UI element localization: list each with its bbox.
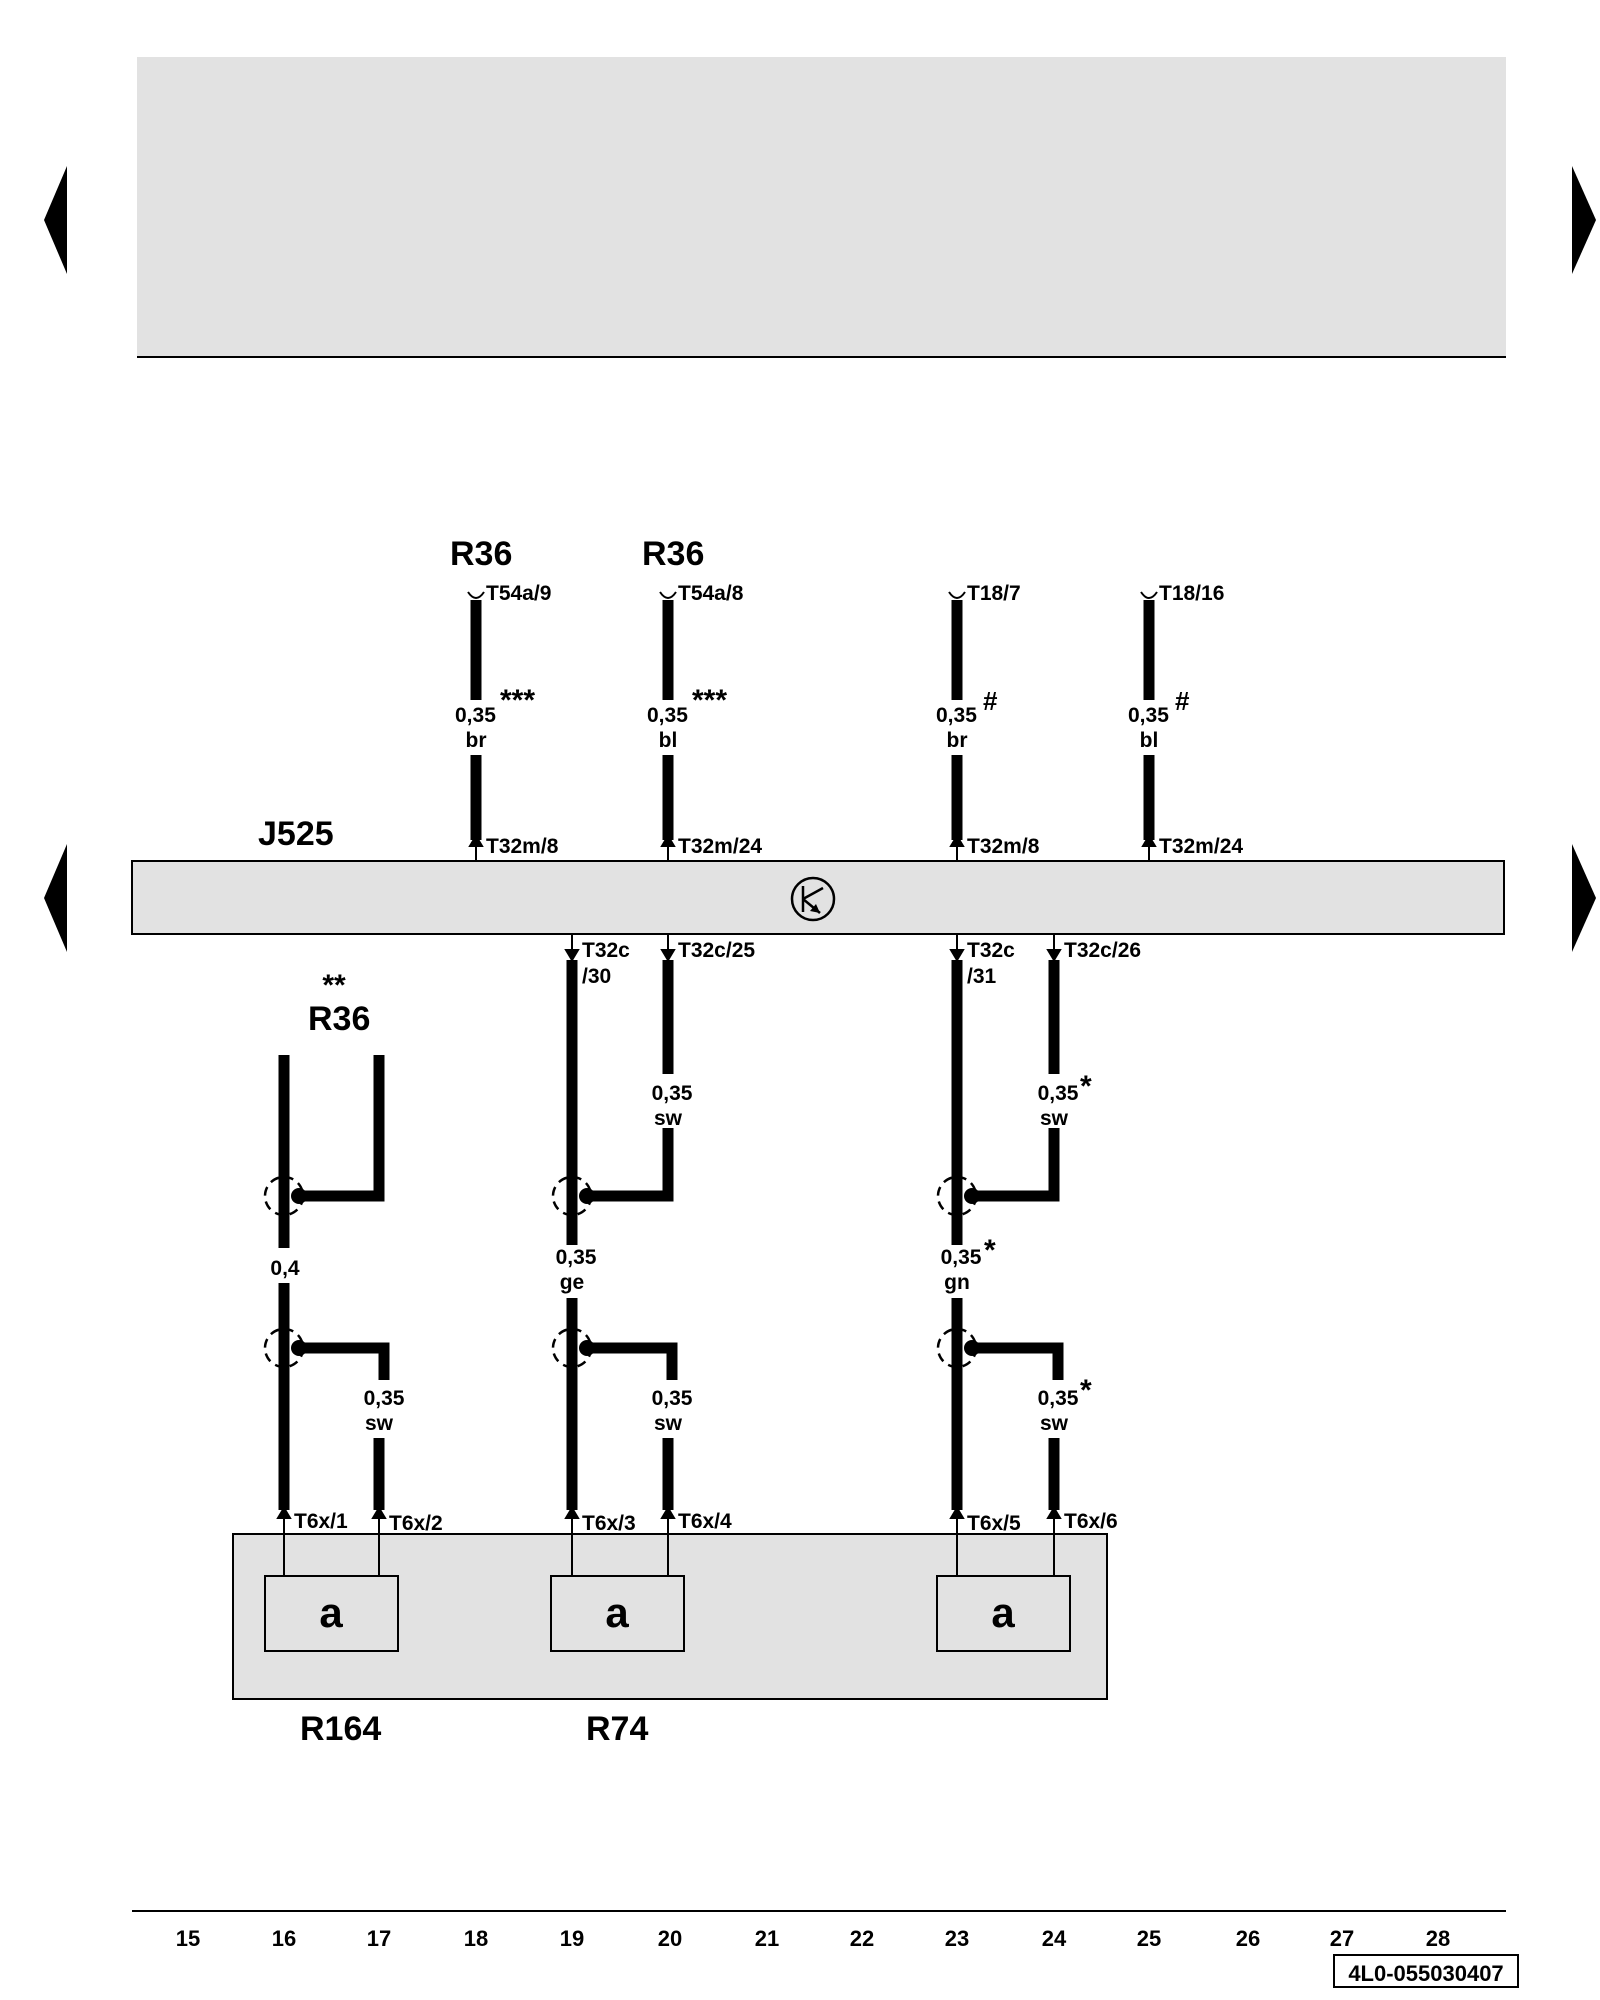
speaker-symbol: a [991,1589,1015,1636]
upper-wires [470,600,1155,840]
w20a-color: sw [654,1107,683,1130]
next-page-arrow-mid-icon[interactable] [1572,844,1596,952]
speaker-symbol: a [319,1589,343,1636]
w2-bottom-pin: T32m/24 [678,835,762,858]
w17-color: sw [365,1412,394,1435]
w1-color: br [466,729,487,752]
t6x-1-pin: T6x/1 [294,1510,348,1533]
r36-c-note: ** [322,969,346,1002]
p23-pin-line1: T32c [967,939,1015,962]
w2-note: *** [692,684,727,717]
track-number: 17 [367,1926,391,1951]
w1-top-pin: T54a/9 [486,582,551,605]
w24b-color: sw [1040,1412,1069,1435]
w24b-size: 0,35 [1038,1387,1079,1410]
next-page-arrow-top-icon[interactable] [1572,166,1596,274]
w4-bottom-pin: T32m/24 [1159,835,1243,858]
w4-note: # [1175,686,1190,716]
speaker-leads [283,1534,1055,1576]
track-number: 19 [560,1926,584,1951]
t6x-3-pin: T6x/3 [582,1512,636,1535]
track-number: 28 [1426,1926,1450,1951]
j525-lower-pin-arrows [564,934,1062,962]
track-number: 15 [176,1926,200,1951]
w20a-size: 0,35 [652,1082,693,1105]
w2-size: 0,35 [647,704,688,727]
p23-pin-line2: /31 [967,965,997,988]
w24b-note: * [1080,1374,1092,1407]
j525-label: J525 [258,815,334,853]
shield-break-icons [263,1175,978,1369]
speaker-pin-arrows [276,1506,1062,1534]
w4-top-pin: T18/16 [1159,582,1224,605]
t6x-5-pin: T6x/5 [967,1512,1021,1535]
w1-note: *** [500,684,535,717]
j525-control-unit [131,860,1505,935]
w2-color: bl [659,729,678,752]
track-number: 21 [755,1926,779,1951]
w4-color: bl [1140,729,1159,752]
track-number: 18 [464,1926,488,1951]
w3-note: # [983,686,998,716]
w24a-note: * [1080,1070,1092,1103]
track-number: 20 [658,1926,682,1951]
t6x-6-pin: T6x/6 [1064,1510,1118,1533]
track-number: 23 [945,1926,969,1951]
speaker-symbol: a [605,1589,629,1636]
w3-top-pin: T18/7 [967,582,1021,605]
w3-bottom-pin: T32m/8 [967,835,1040,858]
w1-size: 0,35 [455,704,496,727]
w3-size: 0,35 [936,704,977,727]
track-numbers: 15 16 17 18 19 20 21 22 23 24 25 26 27 28 [176,1926,1450,1951]
r164-label: R164 [300,1710,381,1748]
prev-page-arrow-mid-icon[interactable] [44,844,67,952]
w24a-color: sw [1040,1107,1069,1130]
track-number: 26 [1236,1926,1260,1951]
w17-size: 0,35 [364,1387,405,1410]
w23-color: gn [944,1271,970,1294]
w16-size: 0,4 [270,1257,300,1280]
w19-size: 0,35 [556,1246,597,1269]
t6x-4-pin: T6x/4 [678,1510,732,1533]
w23-note: * [984,1234,996,1267]
track-number: 16 [272,1926,296,1951]
w23-size: 0,35 [941,1246,982,1269]
prev-page-arrow-top-icon[interactable] [44,166,67,274]
speaker-third: a [936,1575,1071,1652]
speaker-r74: a [550,1575,685,1652]
track-number: 22 [850,1926,874,1951]
w20b-size: 0,35 [652,1387,693,1410]
r36-c-label: R36 [308,1000,370,1038]
electronic-symbol-icon [790,876,836,922]
track-number: 24 [1042,1926,1067,1951]
track-number: 25 [1137,1926,1161,1951]
w1-bottom-pin: T32m/8 [486,835,559,858]
w4-size: 0,35 [1128,704,1169,727]
speaker-r164: a [264,1575,399,1652]
j525-upper-pin-arrows [468,834,1157,860]
header-panel [137,57,1506,357]
w2-top-pin: T54a/8 [678,582,744,605]
top-pin-hooks [467,591,1158,599]
doc-number: 4L0-055030407 [1348,1961,1503,1986]
track-number: 27 [1330,1926,1354,1951]
w20b-color: sw [654,1412,683,1435]
r36-a-label: R36 [450,535,512,573]
w3-color: br [947,729,968,752]
shield-dots [291,1188,980,1356]
w19-color: ge [560,1271,585,1294]
r74-label: R74 [586,1710,648,1748]
w24a-size: 0,35 [1038,1082,1079,1105]
doc-number-box [1333,1954,1519,1988]
p24-pin: T32c/26 [1064,939,1141,962]
p19-pin-line2: /30 [582,965,611,988]
t6x-2-pin: T6x/2 [389,1512,443,1535]
p20-pin: T32c/25 [678,939,755,962]
lower-wires [278,960,1064,1510]
r36-b-label: R36 [642,535,704,573]
p19-pin-line1: T32c [582,939,630,962]
